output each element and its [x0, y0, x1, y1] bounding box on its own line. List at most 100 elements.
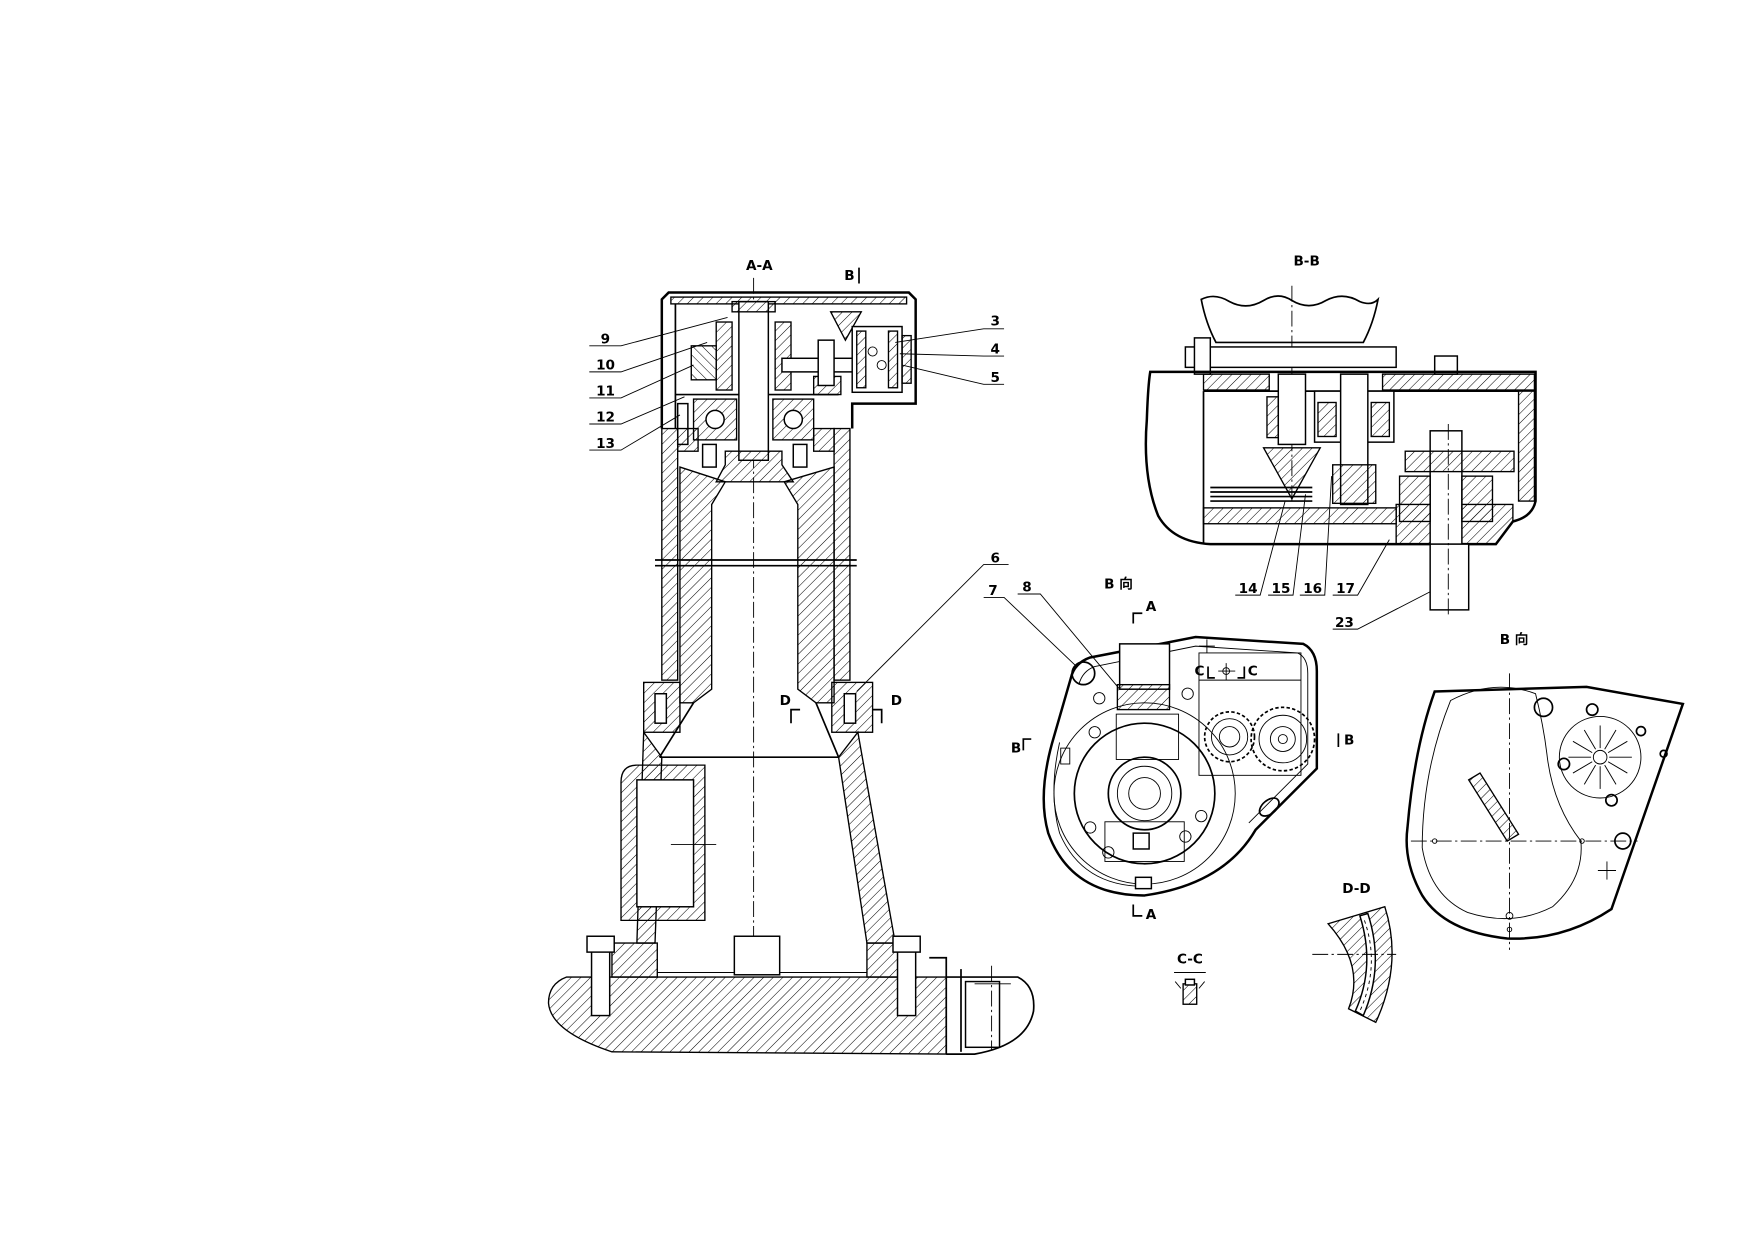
bearing-ball [783, 409, 804, 430]
oblique-slot [1467, 772, 1520, 842]
flange-bolt [1193, 337, 1212, 375]
cut-c-left-mark [1207, 666, 1215, 679]
output-bearing-right [1461, 475, 1494, 523]
side-slot [1060, 747, 1071, 765]
upper-bearing-right [774, 321, 792, 391]
bolt-hole [1179, 830, 1192, 843]
column-top-plate-left [677, 427, 699, 452]
center-block [733, 935, 781, 976]
spoke [1607, 740, 1628, 754]
upper-bearing-left [715, 321, 733, 391]
column-outer-wall-left [661, 427, 679, 681]
leader-10 [589, 341, 708, 373]
shaft-top-nut [731, 300, 776, 313]
inner-tube-wall-right [783, 466, 835, 704]
bolt-hole [1195, 809, 1208, 823]
leader-23 [1332, 591, 1431, 630]
d-d-bearing-balls [1359, 920, 1372, 1012]
gear-housing-outline [1042, 635, 1319, 897]
base-plate [547, 976, 947, 1055]
spoke [1604, 729, 1617, 750]
part-label-16: 16 [1303, 581, 1322, 597]
hub-bore [1128, 777, 1161, 810]
bolt-hole [1635, 725, 1647, 737]
leader-8 [1017, 593, 1120, 690]
spoke-wheel-rim [1558, 715, 1642, 799]
leader-6 [856, 564, 1009, 692]
bearing-ball [867, 346, 878, 357]
part-label-5: 5 [990, 370, 999, 386]
cut-a-bottom-label: A [1146, 907, 1157, 923]
output-bearing-left [1398, 475, 1431, 523]
mounting-flange [1184, 346, 1397, 369]
base-right-end [946, 976, 1035, 1055]
section-c-c-title: C-C [1177, 951, 1203, 967]
cut-b-left-mark [1022, 738, 1032, 751]
side-lug [1258, 797, 1280, 817]
gear-ring-left [690, 345, 717, 381]
gear-case [1198, 652, 1302, 776]
wheel-outer-circle [1053, 702, 1236, 885]
anchor-bolt-head-left [586, 935, 615, 953]
cut-c-right-mark [1237, 666, 1246, 679]
spoke [1583, 764, 1597, 785]
bolt [701, 443, 717, 468]
leader-16 [1299, 476, 1333, 596]
input-shaft-housing [1277, 373, 1307, 446]
motor-bracket [1116, 683, 1171, 711]
housing-inner-edge [1078, 645, 1309, 824]
cover-plate-outline [1405, 685, 1685, 940]
spoke [1583, 729, 1597, 750]
end-cap [901, 334, 912, 384]
anchor-bolt-head-right [892, 935, 921, 953]
spoke-wheel-hub [1592, 749, 1608, 765]
base-step [929, 956, 948, 1055]
transition-line-right [815, 702, 840, 758]
side-box-interior [636, 779, 695, 908]
c-c-tick [1174, 981, 1182, 989]
lower-wall-right [837, 730, 897, 944]
leader-17 [1332, 539, 1390, 596]
large-gear-ring [1258, 714, 1308, 764]
part-label-8: 8 [1022, 580, 1031, 596]
top-cover-plate [670, 296, 908, 305]
view-b-right: B 向 [1405, 631, 1685, 950]
part-label-17: 17 [1336, 581, 1355, 597]
bolt-hole [1181, 687, 1194, 700]
bolt-hole [1659, 749, 1668, 759]
bolt [792, 443, 808, 468]
bottom-flange-left [611, 942, 658, 978]
section-b-b-title: B-B [1293, 253, 1319, 269]
section-a-a-title: A-A [746, 258, 773, 274]
base-pocket [964, 980, 1001, 1049]
cut-b-right-label: B [1344, 733, 1354, 749]
part-label-10: 10 [596, 358, 615, 374]
leader-9 [589, 317, 728, 347]
housing-inner-arc [1053, 742, 1145, 887]
spoke [1572, 761, 1593, 774]
c-c-tick [1198, 981, 1205, 989]
hub-ring [1116, 765, 1173, 822]
bolt-hole [1604, 793, 1618, 807]
large-gear-teeth [1250, 706, 1316, 772]
center-mark [1431, 838, 1438, 844]
part-label-12: 12 [596, 410, 615, 426]
cut-b-left-label: B [1011, 741, 1021, 757]
lower-bearing [1332, 464, 1377, 505]
small-gear-teeth [1203, 711, 1256, 763]
output-shaft-upper [1429, 430, 1463, 545]
inner-tube-wall-left [679, 466, 727, 704]
view-b-center: B 向 A A [983, 575, 1354, 923]
part-label-4: 4 [990, 342, 999, 358]
bearing [1317, 401, 1337, 438]
leader-5 [901, 364, 1005, 385]
small-gear [817, 339, 835, 387]
housing-top-wall [1381, 373, 1536, 391]
part-label-23: 23 [1335, 615, 1354, 631]
cut-c-right-label: C [1248, 664, 1258, 680]
cut-d-right-label: D [891, 693, 902, 709]
top-housing-outline [660, 291, 917, 429]
bolt-hole [1585, 703, 1599, 717]
column-top-plate-right [812, 427, 835, 452]
bracket-square [1132, 832, 1150, 850]
